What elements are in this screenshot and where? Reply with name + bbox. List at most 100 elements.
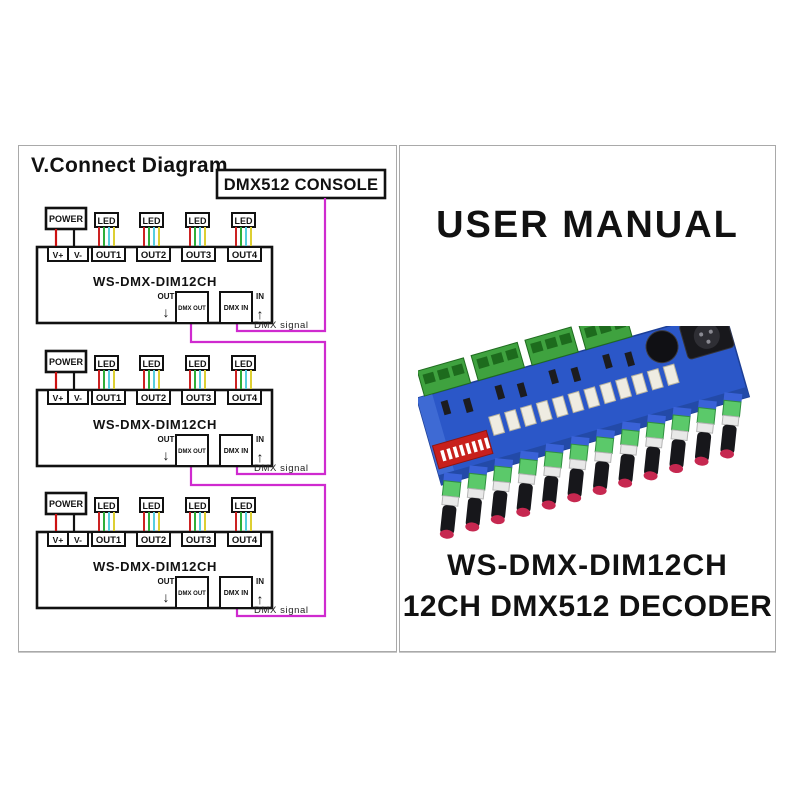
led-group-1: LED <box>94 212 119 248</box>
led-box <box>94 212 119 228</box>
dmx-signal-label: DMX signal <box>254 605 309 616</box>
led-box <box>94 355 119 371</box>
out3-terminal <box>181 531 216 547</box>
dmx-signal-label: DMX signal <box>254 463 309 474</box>
knob <box>465 465 488 532</box>
dmx-out-port <box>175 291 209 324</box>
led-box <box>185 212 210 228</box>
led-group-4: LED <box>231 355 256 391</box>
led-group-2: LED <box>139 212 164 248</box>
led-group-1: LED <box>94 497 119 533</box>
decoder-unit-3: POWER V+ V- LED LED <box>35 491 309 616</box>
out2-label: OUT2 <box>141 393 166 404</box>
knob <box>694 399 717 466</box>
console-box <box>215 168 387 200</box>
out1-label: OUT1 <box>96 250 122 261</box>
dc-jack <box>645 330 679 364</box>
dmx-signal-wire-console-to-unit1 <box>235 198 327 333</box>
pcb-bottom-strip <box>438 386 750 485</box>
out3-terminal <box>181 389 216 405</box>
vminus-label: V- <box>74 535 82 545</box>
knob <box>516 450 539 517</box>
arrow-down-icon: ↓ <box>163 589 170 605</box>
in-direction-label: IN <box>256 292 264 301</box>
knob <box>541 443 565 510</box>
knob <box>439 472 463 539</box>
dmx-out-label: DMX OUT <box>178 306 206 312</box>
in-direction-label: IN <box>256 577 264 586</box>
user-manual-panel: USER MANUAL <box>399 145 776 652</box>
knob <box>592 428 615 495</box>
power-box <box>44 206 88 231</box>
dmx-in-port <box>219 434 253 467</box>
dmx-out-label: DMX OUT <box>178 449 206 455</box>
led-box <box>139 212 164 228</box>
out2-terminal <box>136 389 171 405</box>
led-label: LED <box>98 216 117 226</box>
user-manual-heading: USER MANUAL <box>436 204 739 246</box>
in-direction-label: IN <box>256 435 264 444</box>
out1-terminal <box>91 389 126 405</box>
knob <box>567 436 590 503</box>
power-label: POWER <box>49 214 84 224</box>
dmx-in-port <box>219 291 253 324</box>
out1-terminal <box>91 246 126 262</box>
out4-terminal <box>227 531 262 547</box>
out2-terminal <box>136 531 171 547</box>
led-group-4: LED <box>231 212 256 248</box>
dmx-signal-label: DMX signal <box>254 320 309 331</box>
decoder-unit-1: POWER V+ V- LED LED <box>35 206 309 331</box>
out1-label: OUT1 <box>96 535 122 546</box>
product-photo <box>418 326 751 539</box>
product-subtitle: 12CH DMX512 DECODER <box>402 590 773 623</box>
vplus-label: V+ <box>53 250 64 260</box>
connect-diagram: V.Connect Diagram DMX512 CONSOLE POWER V… <box>31 154 387 618</box>
dip-switch <box>431 429 494 470</box>
dmx-signal-wire-unit1-to-unit2 <box>189 323 327 476</box>
led-box <box>94 497 119 513</box>
dmx-in-label: DMX IN <box>224 590 249 597</box>
vminus-terminal <box>67 246 89 262</box>
led-group-3: LED <box>185 212 210 248</box>
terminal-blocks <box>418 326 633 397</box>
out1-terminal <box>91 531 126 547</box>
arrow-up-icon: ↑ <box>257 449 264 465</box>
led-box <box>139 497 164 513</box>
out3-label: OUT3 <box>186 535 211 546</box>
led-group-3: LED <box>185 497 210 533</box>
knob <box>643 414 666 481</box>
led-group-4: LED <box>231 497 256 533</box>
out-direction-label: OUT <box>158 435 175 444</box>
led-label: LED <box>189 501 208 511</box>
xlr-connector <box>679 326 735 360</box>
console-label: DMX512 CONSOLE <box>224 176 379 194</box>
out1-label: OUT1 <box>96 393 122 404</box>
pin-headers <box>488 363 680 437</box>
arrow-up-icon: ↑ <box>257 306 264 322</box>
dmx-out-label: DMX OUT <box>178 591 206 597</box>
led-label: LED <box>235 216 254 226</box>
out4-label: OUT4 <box>232 535 258 546</box>
led-box <box>231 497 256 513</box>
out4-label: OUT4 <box>232 250 258 261</box>
power-label: POWER <box>49 499 84 509</box>
led-group-3: LED <box>185 355 210 391</box>
vminus-label: V- <box>74 250 82 260</box>
led-label: LED <box>98 501 117 511</box>
vplus-label: V+ <box>53 535 64 545</box>
led-box <box>139 355 164 371</box>
knob <box>669 406 692 474</box>
led-box <box>231 355 256 371</box>
power-box <box>44 349 88 374</box>
vplus-label: V+ <box>53 393 64 403</box>
knob <box>720 392 743 459</box>
transistors <box>440 351 635 416</box>
out4-terminal <box>227 389 262 405</box>
arrow-down-icon: ↓ <box>163 304 170 320</box>
led-group-1: LED <box>94 355 119 391</box>
knobs <box>439 392 743 539</box>
led-label: LED <box>143 359 162 369</box>
dmx-in-label: DMX IN <box>224 305 249 312</box>
knob <box>618 421 641 488</box>
out-direction-label: OUT <box>158 577 175 586</box>
